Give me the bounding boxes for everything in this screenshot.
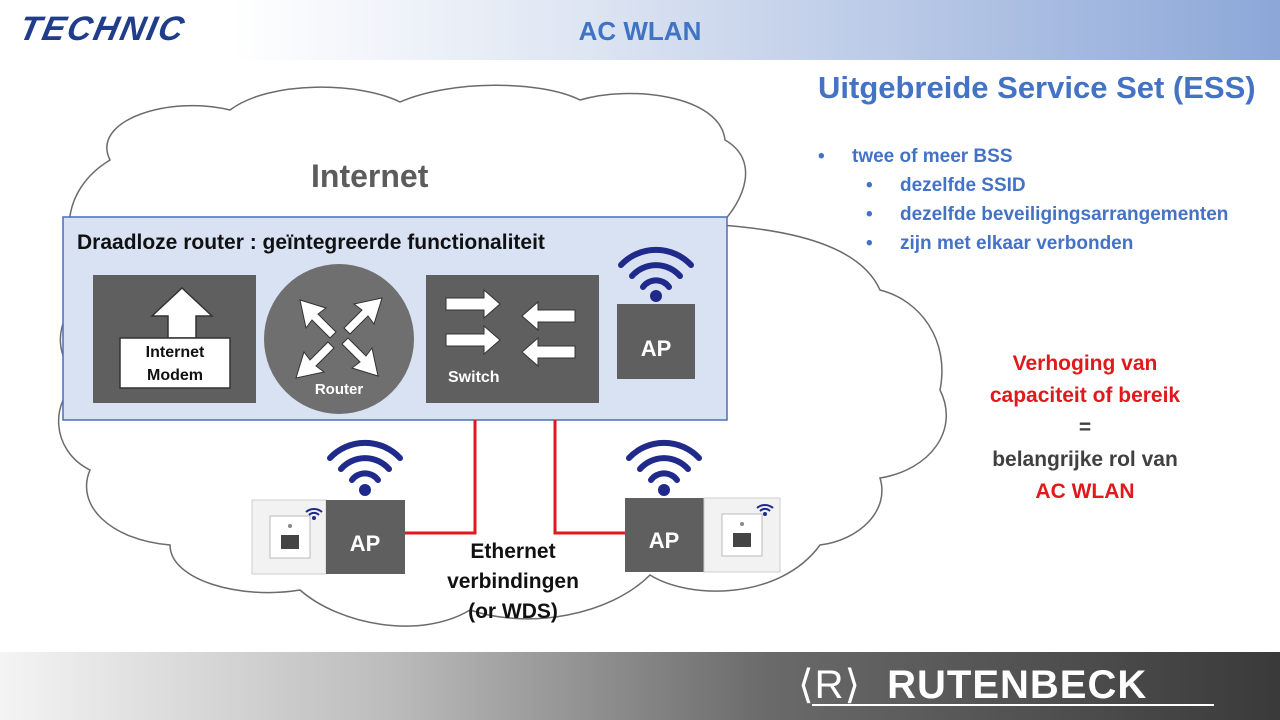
wifi-icon	[327, 439, 403, 483]
ap-label: AP	[641, 336, 672, 361]
modem-label-line2: Modem	[147, 367, 203, 384]
switch-label: Switch	[448, 369, 500, 386]
footer-logo-underline	[812, 704, 1214, 706]
ethernet-line: Ethernet	[470, 540, 556, 563]
modem-block: Internet Modem	[93, 275, 256, 403]
wifi-small-icon	[756, 504, 774, 512]
footer-bar	[0, 652, 1280, 720]
bullet-item: zijn met elkaar verbonden	[866, 233, 1133, 255]
router-arrows-icon	[295, 297, 383, 379]
up-arrow-icon	[150, 286, 214, 339]
rutenbeck-wordmark: RUTENBECK	[887, 663, 1148, 707]
switch-block: Switch	[426, 275, 599, 403]
wifi-icon	[626, 439, 702, 483]
ethernet-line: (or WDS)	[468, 600, 558, 623]
router-title: Draadloze router : geïntegreerde functio…	[77, 231, 545, 254]
bullet-item: dezelfde SSID	[866, 175, 1026, 197]
ess-title: Uitgebreide Service Set (ESS)	[818, 70, 1256, 105]
ap-label: AP	[350, 531, 381, 556]
rutenbeck-mark-icon: ⟨R⟩	[798, 663, 862, 707]
rutenbeck-logo: ⟨R⟩ RUTENBECK	[798, 662, 1147, 708]
switch-arrows-icon	[445, 288, 576, 368]
internet-label: Internet	[311, 158, 429, 194]
modem-label-line1: Internet	[146, 344, 205, 361]
ethernet-label: Ethernet verbindingen (or WDS)	[418, 537, 608, 627]
top-bar	[0, 0, 1280, 60]
right-ap: AP	[625, 439, 781, 573]
left-ap: AP	[251, 439, 405, 575]
bullet-item: twee of meer BSS	[818, 146, 1012, 168]
page-title: AC WLAN	[578, 16, 702, 46]
wifi-small-icon	[305, 508, 323, 516]
capacity-note: Verhoging van capaciteit of bereik = bel…	[940, 348, 1230, 508]
note-equals: =	[1078, 416, 1092, 439]
note-line: capaciteit of bereik	[989, 384, 1181, 407]
router-block: Router	[264, 264, 414, 414]
note-line: AC WLAN	[1035, 480, 1135, 503]
router-label: Router	[315, 381, 363, 398]
note-line: belangrijke rol van	[992, 448, 1178, 471]
bullet-item: dezelfde beveiligingsarrangementen	[866, 204, 1228, 226]
ethernet-cables	[405, 420, 625, 535]
ap-label: AP	[649, 528, 680, 553]
ethernet-line: verbindingen	[447, 570, 579, 593]
note-line: Verhoging van	[1012, 352, 1158, 375]
router-ap: AP	[617, 246, 695, 379]
network-diagram: Internet Modem Router Switch	[58, 84, 947, 627]
wifi-icon	[618, 246, 694, 290]
